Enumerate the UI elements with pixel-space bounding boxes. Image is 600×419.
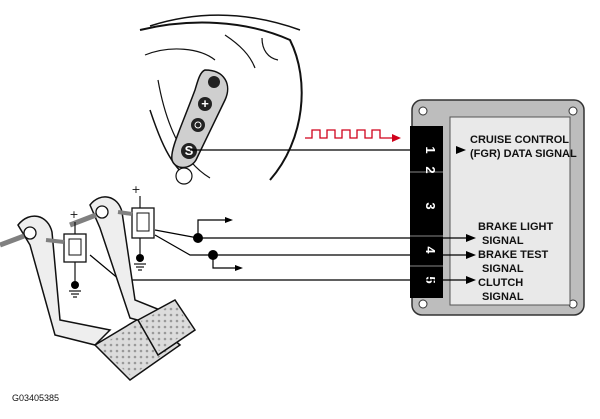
brake-test-wire <box>154 234 466 256</box>
module-connector <box>410 126 443 298</box>
connector-pin-1: 1 <box>423 146 438 153</box>
brake-pedal <box>69 196 197 357</box>
cruise-set-button: S <box>181 143 197 159</box>
brake-test-branch-arrow-icon <box>235 265 243 271</box>
brake-test-label-line2: SIGNAL <box>482 263 524 275</box>
cruise-input-arrow-icon <box>456 146 466 154</box>
cruise-label-line1: CRUISE CONTROL <box>470 134 569 146</box>
brake-switch-ground-icon <box>134 254 146 271</box>
brake-test-arrow-icon <box>466 251 476 259</box>
brake-light-label-line2: SIGNAL <box>482 235 524 247</box>
brake-light-branch-arrow-icon <box>225 217 233 223</box>
cruise-off-button <box>208 76 220 88</box>
connector-pin-4: 4 <box>423 246 438 254</box>
clutch-pedal <box>0 215 182 381</box>
brake-light-arrow-icon <box>466 234 476 242</box>
clutch-label-line1: CLUTCH <box>478 277 523 289</box>
connector-pin-2: 2 <box>423 166 438 173</box>
clutch-arrow-icon <box>466 276 476 284</box>
junction-dot-icon <box>208 250 218 260</box>
control-module: 1 2 3 4 5 <box>410 99 585 316</box>
cruise-label-line2: (FGR) DATA SIGNAL <box>470 148 577 160</box>
svg-text:S: S <box>185 143 194 158</box>
connector-pin-3: 3 <box>423 202 438 209</box>
clutch-wire <box>89 254 466 281</box>
signal-direction-arrow-icon <box>392 134 401 142</box>
steering-switch-knob <box>175 167 193 185</box>
clutch-supply-plus-icon: + <box>69 208 78 221</box>
clutch-switch-ground-icon <box>69 281 81 298</box>
pwm-signal-icon <box>305 129 392 139</box>
clutch-label-line2: SIGNAL <box>482 291 524 303</box>
brake-test-label-line1: BRAKE TEST <box>478 249 549 261</box>
steering-wheel: S + <box>139 14 303 185</box>
figure-code: G03405385 <box>12 393 59 403</box>
brake-switch <box>117 196 155 255</box>
brake-supply-plus-icon: + <box>131 183 140 196</box>
brake-light-label-line1: BRAKE LIGHT <box>478 221 553 233</box>
brake-light-branch <box>197 219 225 238</box>
wire-arrows <box>193 217 476 284</box>
clutch-switch <box>45 222 87 282</box>
svg-text:+: + <box>201 96 209 111</box>
junction-dot-icon <box>193 233 203 243</box>
cruise-resume-button <box>191 118 205 132</box>
cruise-plus-button: + <box>198 96 212 111</box>
